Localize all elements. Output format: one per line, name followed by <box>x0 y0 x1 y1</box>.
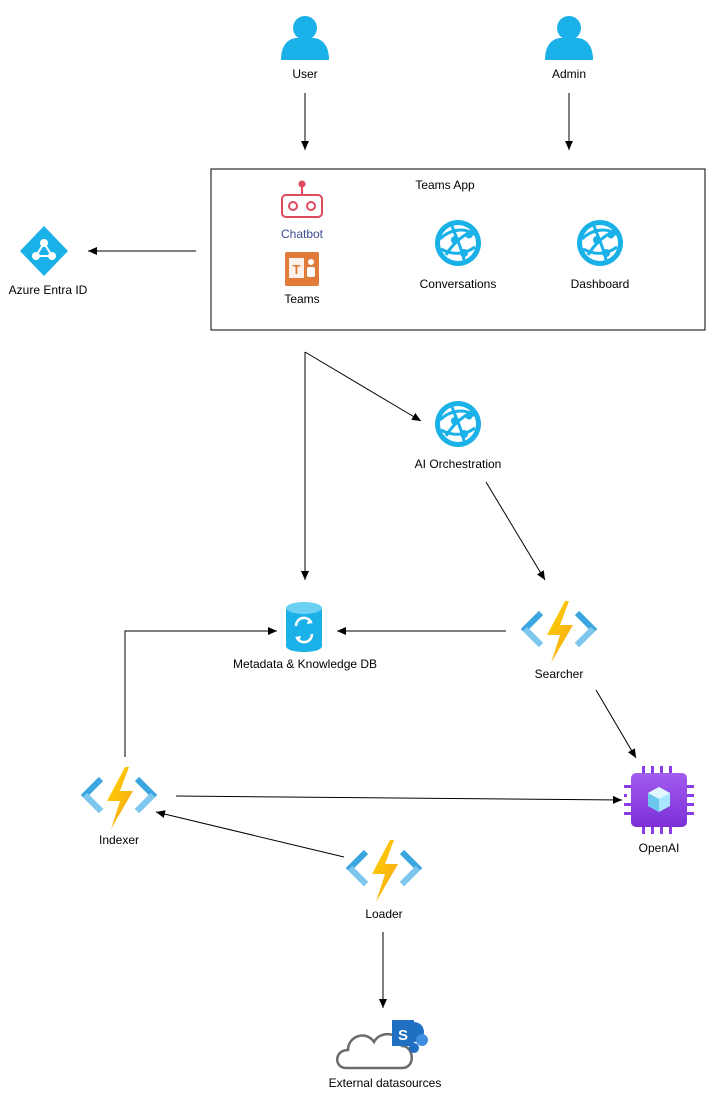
chatbot-label: Chatbot <box>281 227 324 241</box>
searcher-node[interactable]: Searcher <box>525 601 593 681</box>
teams-label: Teams <box>284 292 319 306</box>
openai-label: OpenAI <box>639 841 680 855</box>
function-app-icon <box>85 767 153 829</box>
dashboard-label: Dashboard <box>571 277 630 291</box>
ai-orchestration-node[interactable]: AI Orchestration <box>415 399 502 471</box>
edge-indexer-to-openai <box>175 795 623 804</box>
svg-text:T: T <box>293 262 301 277</box>
openai-node[interactable]: OpenAI <box>624 766 694 855</box>
chatbot-node[interactable]: Chatbot <box>281 180 324 242</box>
edge-indexer-to-metadata-db <box>124 627 277 757</box>
function-app-icon <box>525 601 593 663</box>
loader-label: Loader <box>365 907 402 921</box>
indexer-node[interactable]: Indexer <box>85 767 153 847</box>
dashboard-node[interactable]: Dashboard <box>571 218 630 291</box>
user-node[interactable]: User <box>281 16 329 81</box>
metadata-db-label: Metadata & Knowledge DB <box>233 657 377 671</box>
admin-label: Admin <box>552 67 586 81</box>
database-icon <box>286 602 322 652</box>
searcher-label: Searcher <box>535 667 584 681</box>
conversations-label: Conversations <box>420 277 497 291</box>
conversations-node[interactable]: Conversations <box>420 218 497 291</box>
external-datasources-node[interactable]: S External datasources <box>329 1020 442 1090</box>
web-app-icon <box>433 399 483 449</box>
svg-text:S: S <box>398 1027 408 1044</box>
entra-label: Azure Entra ID <box>9 283 88 297</box>
teams-node[interactable]: T Teams <box>284 252 320 306</box>
admin-icon <box>545 16 593 60</box>
indexer-label: Indexer <box>99 833 139 847</box>
entra-id-icon <box>20 226 68 276</box>
entra-node[interactable]: Azure Entra ID <box>9 226 88 297</box>
web-app-icon <box>575 218 625 268</box>
edge-loader-to-indexer <box>155 810 345 858</box>
teams-app-title: Teams App <box>415 178 475 192</box>
edges <box>88 93 637 1008</box>
sharepoint-cloud-icon: S <box>336 1020 428 1070</box>
admin-node[interactable]: Admin <box>545 16 593 81</box>
user-label: User <box>292 67 317 81</box>
ai-orchestration-label: AI Orchestration <box>415 457 502 471</box>
loader-node[interactable]: Loader <box>350 840 418 921</box>
robot-icon <box>281 180 323 218</box>
user-icon <box>281 16 329 60</box>
web-app-icon <box>433 218 483 268</box>
edge-searcher-to-openai <box>595 689 637 759</box>
function-app-icon <box>350 840 418 902</box>
edge-teams-app-to-ai-orchestration <box>304 351 422 422</box>
edge-ai-orchestration-to-searcher <box>485 481 546 581</box>
external-datasources-label: External datasources <box>329 1076 442 1090</box>
openai-chip-icon <box>624 766 694 834</box>
teams-icon: T <box>285 252 319 286</box>
metadata-db-node[interactable]: Metadata & Knowledge DB <box>233 602 377 671</box>
